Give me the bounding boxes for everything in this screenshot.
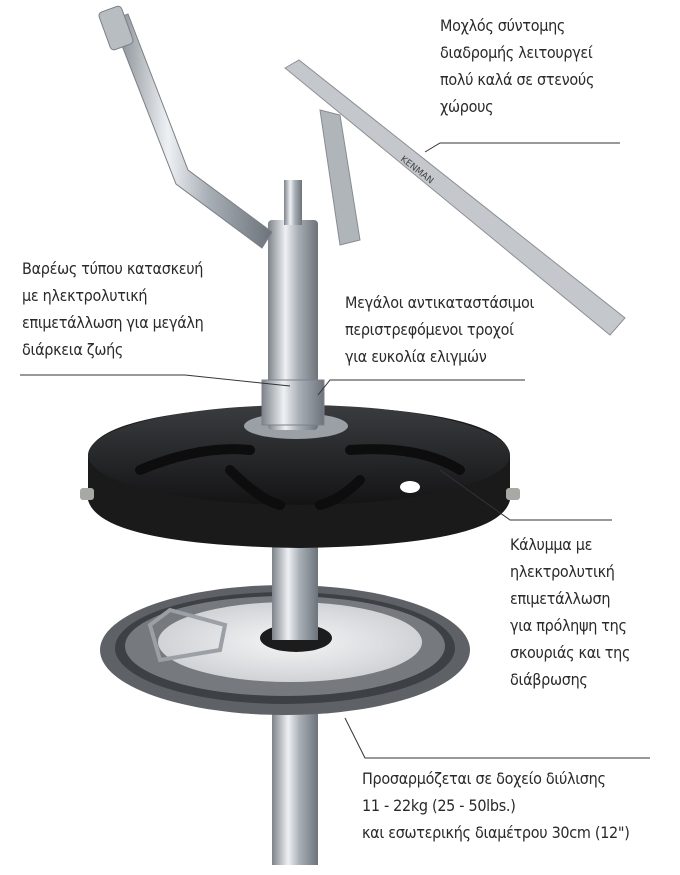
callout-line: διάβρωσης (510, 670, 588, 689)
callout-construction: Βαρέως τύπου κατασκευή με ηλεκτρολυτική … (22, 255, 204, 363)
callout-line: πολύ καλά σε στενούς (440, 70, 595, 89)
callout-line: για πρόληψη της (510, 616, 627, 635)
callout-line: περιστρεφόμενοι τροχοί (345, 320, 514, 339)
callout-line: σκουριάς και της (510, 643, 631, 662)
callout-line: για ευκολία ελιγμών (345, 347, 487, 366)
callout-line: διαδρομής λειτουργεί (440, 43, 593, 62)
callout-line: Βαρέως τύπου κατασκευή (22, 259, 204, 278)
callout-line: χώρους (440, 97, 494, 116)
callout-wheels: Μεγάλοι αντικαταστάσιμοι περιστρεφόμενοι… (345, 289, 534, 370)
follower-plate (100, 520, 470, 715)
callout-line: 11 - 22kg (25 - 50lbs.) (362, 796, 516, 815)
callout-line: επιμετάλλωση (510, 589, 611, 608)
callout-cover: Κάλυμμα με ηλεκτρολυτική επιμετάλλωση γι… (510, 531, 630, 693)
side-lever (111, 13, 273, 249)
callout-line: διάρκεια ζωής (22, 340, 124, 359)
callout-line: με ηλεκτρολυτική (22, 286, 148, 305)
callout-line: και εσωτερικής διαμέτρου 30cm (12") (362, 823, 630, 842)
callout-line: Μεγάλοι αντικαταστάσιμοι (345, 293, 535, 312)
callout-line: ηλεκτρολυτική (510, 562, 615, 581)
callout-line: Προσαρμόζεται σε δοχείο διύλισης (362, 769, 606, 788)
leader-lines (20, 142, 650, 759)
callout-line: Μοχλός σύντομης (440, 16, 566, 35)
pump-cylinder (268, 220, 318, 430)
callout-line: Κάλυμμα με (510, 535, 593, 554)
callout-lever: Μοχλός σύντομης διαδρομής λειτουργεί πολ… (440, 12, 594, 120)
callout-line: επιμετάλλωση για μεγάλη (22, 313, 204, 332)
callout-fit: Προσαρμόζεται σε δοχείο διύλισης 11 - 22… (362, 765, 630, 846)
pump-handle (284, 59, 626, 336)
